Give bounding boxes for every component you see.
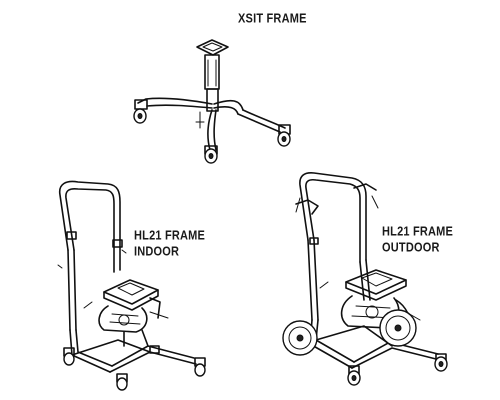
hl21-indoor-label-line1: HL21 FRAME: [134, 229, 206, 243]
hl21-outdoor-drawing: [282, 172, 448, 386]
hl21-indoor-label: HL21 FRAME INDOOR: [134, 228, 205, 260]
hl21-indoor-drawing: [57, 180, 206, 391]
xsit-frame-label-text: XSIT FRAME: [238, 12, 307, 26]
xsit-frame-drawing: [133, 39, 291, 164]
hl21-outdoor-label: HL21 FRAME OUTDOOR: [382, 224, 453, 256]
hl21-outdoor-label-line2: OUTDOOR: [382, 241, 440, 255]
xsit-frame-label: XSIT FRAME: [238, 11, 307, 27]
hl21-outdoor-label-line1: HL21 FRAME: [382, 225, 454, 239]
hl21-indoor-label-line2: INDOOR: [134, 245, 180, 259]
